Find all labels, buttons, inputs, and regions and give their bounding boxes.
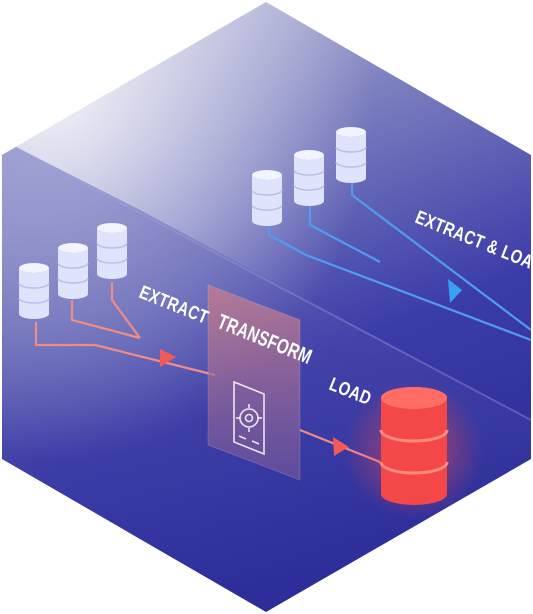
- database-icon: [57, 243, 89, 299]
- database-icon: [96, 223, 128, 279]
- database-icon: [293, 150, 325, 206]
- extract-load-arrow-icon: [448, 279, 462, 303]
- document-gear-icon: [233, 380, 265, 456]
- extract-arrow-icon: [160, 349, 176, 367]
- database-icon: [251, 170, 283, 226]
- transform-panel: [207, 284, 301, 481]
- extract-flow-lines: [34, 282, 216, 377]
- source-database-group-elt: [251, 127, 367, 226]
- destination-database-icon: [344, 380, 484, 520]
- database-icon: [18, 263, 50, 319]
- database-icon: [335, 127, 367, 183]
- source-database-group-etl: [18, 223, 128, 319]
- load-arrow-icon: [333, 437, 349, 456]
